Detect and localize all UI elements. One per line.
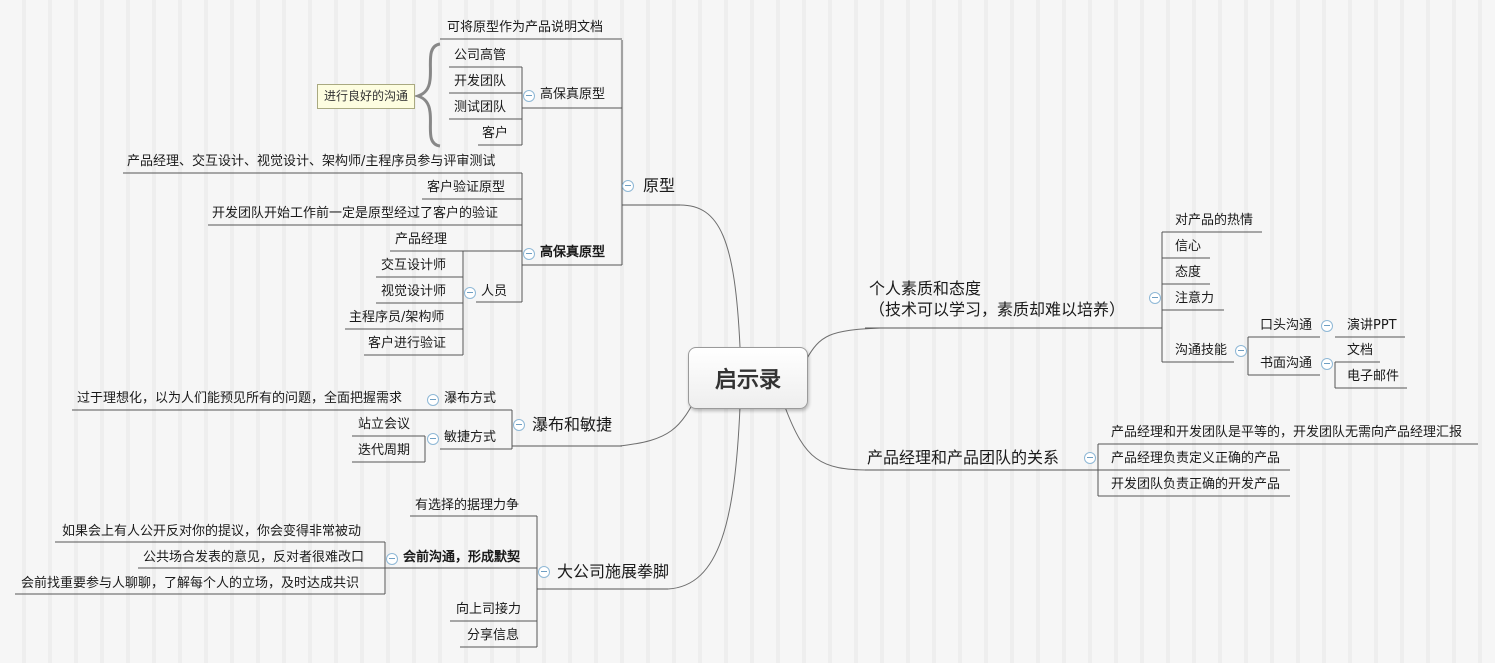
collapse-personal-icon[interactable] [1149, 292, 1161, 304]
branch-waterfall[interactable]: 瀑布和敏捷 [532, 415, 613, 434]
node-share[interactable]: 分享信息 [467, 628, 520, 643]
link-root-prototype [679, 204, 741, 348]
agile-item[interactable]: 站立会议 [358, 417, 411, 432]
hifi1-item[interactable]: 客户 [482, 126, 509, 141]
written-item[interactable]: 文档 [1347, 343, 1374, 358]
team-item[interactable]: 产品经理和开发团队是平等的，开发团队无需向产品经理汇报 [1111, 425, 1463, 440]
collapse-people-icon[interactable] [464, 287, 476, 299]
node-wf-desc[interactable]: 过于理想化，以为人们能预见所有的问题，全面把握需求 [77, 391, 403, 406]
branch-prototype[interactable]: 原型 [643, 176, 676, 195]
hifi1-item[interactable]: 测试团队 [454, 100, 507, 115]
node-hifi1[interactable]: 高保真原型 [540, 87, 606, 102]
collapse-pre-icon[interactable] [386, 553, 398, 565]
node-people[interactable]: 人员 [481, 284, 508, 299]
people-item[interactable]: 交互设计师 [381, 258, 447, 273]
personal-item[interactable]: 态度 [1175, 265, 1202, 280]
link-root-team [784, 406, 871, 471]
collapse-hifi1-icon[interactable] [523, 90, 535, 102]
collapse-waterfall-icon[interactable] [513, 419, 525, 431]
link-root-bigco [667, 406, 741, 590]
team-item[interactable]: 开发团队负责正确的开发产品 [1111, 477, 1281, 492]
collapse-wf-icon[interactable] [427, 394, 439, 406]
pre-item[interactable]: 如果会上有人公开反对你的提议，你会变得非常被动 [62, 524, 362, 539]
branch-personal[interactable]: 个人素质和态度 [869, 279, 982, 298]
root-node[interactable]: 启示录 [688, 347, 808, 409]
node-pre[interactable]: 会前沟通，形成默契 [403, 550, 521, 565]
node-review[interactable]: 产品经理、交互设计、视觉设计、架构师/主程序员参与评审测试 [127, 154, 496, 169]
hifi1-item[interactable]: 公司高管 [454, 48, 507, 63]
node-written[interactable]: 书面沟通 [1260, 356, 1313, 371]
pre-item[interactable]: 公共场合发表的意见，反对者很难改口 [143, 550, 365, 565]
collapse-hifi2-icon[interactable] [523, 248, 535, 260]
oral-item[interactable]: 演讲PPT [1347, 318, 1397, 333]
people-item[interactable]: 主程序员/架构师 [349, 310, 445, 325]
branch-personal-note: （技术可以学习，素质却难以培养） [869, 300, 1126, 319]
collapse-written-icon[interactable] [1321, 358, 1333, 370]
node-customer-verify[interactable]: 客户验证原型 [427, 180, 506, 195]
brace [413, 42, 441, 148]
node-comm[interactable]: 沟通技能 [1175, 343, 1228, 358]
node-hifi2[interactable]: 高保真原型 [540, 245, 606, 260]
written-item[interactable]: 电子邮件 [1347, 369, 1400, 384]
node-boss[interactable]: 向上司接力 [456, 602, 522, 617]
node-agile[interactable]: 敏捷方式 [444, 430, 497, 445]
personal-item[interactable]: 注意力 [1175, 291, 1215, 306]
note-callout: 进行良好的沟通 [317, 84, 415, 109]
team-item[interactable]: 产品经理负责定义正确的产品 [1111, 451, 1281, 466]
branch-team[interactable]: 产品经理和产品团队的关系 [867, 448, 1060, 467]
collapse-comm-icon[interactable] [1235, 345, 1247, 357]
collapse-team-icon[interactable] [1084, 452, 1096, 464]
personal-item[interactable]: 对产品的热情 [1175, 213, 1254, 228]
hifi1-item[interactable]: 开发团队 [454, 74, 507, 89]
node-oral[interactable]: 口头沟通 [1260, 318, 1313, 333]
link-root-personal [805, 327, 881, 361]
people-item[interactable]: 视觉设计师 [381, 284, 447, 299]
collapse-oral-icon[interactable] [1321, 320, 1333, 332]
agile-item[interactable]: 迭代周期 [358, 443, 411, 458]
personal-item[interactable]: 信心 [1175, 239, 1202, 254]
node-wf[interactable]: 瀑布方式 [444, 391, 497, 406]
collapse-agile-icon[interactable] [427, 433, 439, 445]
branch-bigco[interactable]: 大公司施展拳脚 [557, 562, 670, 581]
node-doc-note[interactable]: 可将原型作为产品说明文档 [447, 20, 604, 35]
node-pm[interactable]: 产品经理 [395, 232, 448, 247]
node-dev-start[interactable]: 开发团队开始工作前一定是原型经过了客户的验证 [212, 206, 499, 221]
pre-item[interactable]: 会前找重要参与人聊聊，了解每个人的立场，及时达成共识 [21, 576, 360, 591]
node-fight[interactable]: 有选择的据理力争 [415, 498, 520, 513]
collapse-prototype-icon[interactable] [622, 180, 634, 192]
people-item[interactable]: 客户进行验证 [368, 336, 447, 351]
collapse-bigco-icon[interactable] [538, 566, 550, 578]
